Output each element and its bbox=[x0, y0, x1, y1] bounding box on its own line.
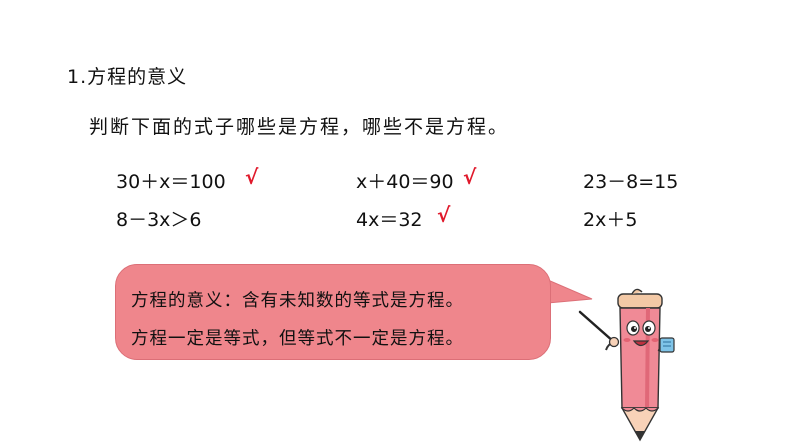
section-title: 1.方程的意义 bbox=[67, 66, 188, 88]
expression-4: 8－3x＞6 bbox=[116, 209, 202, 231]
expression-5: 4x＝32 bbox=[356, 209, 423, 231]
instruction-text: 判断下面的式子哪些是方程，哪些不是方程。 bbox=[89, 116, 510, 138]
check-mark-2: √ bbox=[463, 165, 477, 189]
expression-2: x＋40＝90 bbox=[356, 171, 454, 193]
expression-3: 23－8=15 bbox=[583, 171, 679, 193]
pencil-character-with-pointer-icon bbox=[578, 288, 675, 442]
check-mark-3: √ bbox=[437, 203, 451, 227]
check-mark-1: √ bbox=[245, 165, 259, 189]
expression-1: 30＋x＝100 bbox=[116, 171, 226, 193]
bubble-text-line-2: 方程一定是等式，但等式不一定是方程。 bbox=[131, 329, 464, 349]
speech-bubble: 方程的意义：含有未知数的等式是方程。 方程一定是等式，但等式不一定是方程。 bbox=[115, 264, 551, 360]
bubble-text-line-1: 方程的意义：含有未知数的等式是方程。 bbox=[131, 291, 464, 311]
expression-6: 2x＋5 bbox=[583, 209, 638, 231]
